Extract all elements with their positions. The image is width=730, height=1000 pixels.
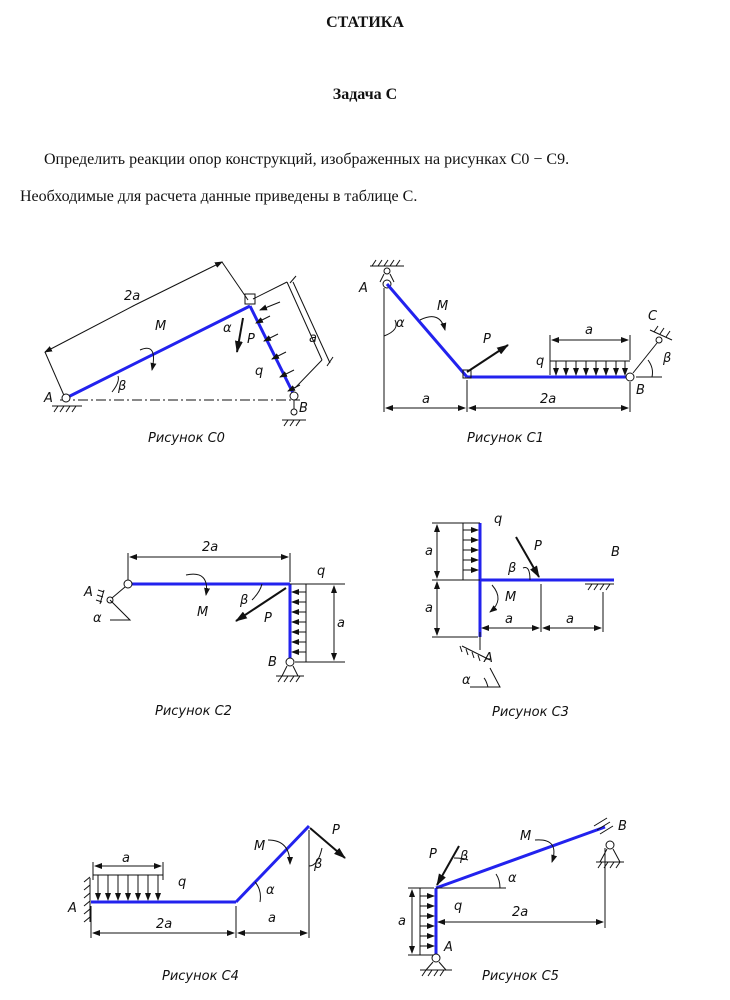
c2-label-P: P [264, 611, 272, 626]
task-title: Задача С [332, 86, 398, 103]
problem-text-line-2: Необходимые для расчета данные приведены… [20, 188, 418, 205]
c5-label-M: M [520, 829, 531, 844]
c1-label-a-top: a [585, 323, 593, 338]
c1-label-beta: β [662, 351, 671, 366]
figure-c4: a q A 2a M P α β a Рисунок С4 [67, 823, 346, 984]
c4-label-M: M [254, 839, 265, 854]
figure-c5: M B P β α q a 2a A Рисунок С5 [398, 817, 627, 984]
figure-c3: a q P B β a M a a A α Рисунок С3 [425, 512, 620, 720]
c0-label-q: q [255, 364, 263, 379]
c1-label-alpha: α [396, 316, 405, 331]
c1-label-A: A [358, 281, 368, 296]
c5-label-beta: β [459, 849, 468, 864]
c0-label-B: B [299, 401, 308, 416]
c2-label-A: A [83, 585, 93, 600]
c1-caption: Рисунок С1 [467, 431, 544, 446]
c3-label-B: B [611, 545, 620, 560]
c3-label-q: q [494, 512, 502, 527]
c4-label-alpha: α [266, 883, 275, 898]
c3-label-a2: a [566, 612, 574, 627]
c3-label-a1: a [505, 612, 513, 627]
c0-label-M: M [155, 319, 166, 334]
c1-label-B: B [636, 383, 645, 398]
c0-label-2a: 2a [124, 289, 140, 304]
c3-label-alpha: α [462, 673, 471, 688]
figure-c1: A M α P q a C β B a 2a Рисунок С1 [358, 259, 673, 446]
page-heading: СТАТИКА [326, 14, 404, 31]
c2-label-B: B [268, 655, 277, 670]
c5-caption: Рисунок С5 [482, 969, 559, 984]
c5-label-B: B [618, 819, 627, 834]
c0-label-beta: β [117, 379, 126, 394]
c1-label-M: M [437, 299, 448, 314]
c2-label-alpha: α [93, 611, 102, 626]
c4-label-a: a [268, 911, 276, 926]
c4-label-beta: β [313, 857, 322, 872]
c2-caption: Рисунок С2 [155, 704, 232, 719]
c0-label-alpha: α [223, 321, 232, 336]
c1-label-P: P [483, 332, 491, 347]
c4-caption: Рисунок С4 [162, 969, 239, 984]
c3-label-M: M [505, 590, 516, 605]
c3-label-beta: β [507, 561, 516, 576]
c0-label-P: P [247, 332, 255, 347]
figure-c0: 2a a M α P q β A B Рисунок С0 [43, 261, 334, 446]
c5-label-a: a [398, 914, 406, 929]
c3-label-a-top: a [425, 544, 433, 559]
c1-label-2a: 2a [540, 392, 556, 407]
c4-label-2a: 2a [156, 917, 172, 932]
c0-label-a: a [309, 331, 317, 346]
c3-label-P: P [534, 539, 542, 554]
c1-label-a-bottom: a [422, 392, 430, 407]
c2-label-M: M [197, 605, 208, 620]
c4-label-a-top: a [122, 851, 130, 866]
c4-label-A: A [67, 901, 77, 916]
c2-label-beta: β [239, 593, 248, 608]
c5-label-q: q [454, 899, 462, 914]
c3-label-A: A [483, 651, 493, 666]
c0-caption: Рисунок С0 [148, 431, 225, 446]
c4-label-q: q [178, 875, 186, 890]
c3-caption: Рисунок С3 [492, 705, 569, 720]
c3-label-a-left: a [425, 601, 433, 616]
c1-label-q: q [536, 354, 544, 369]
c2-label-2a: 2a [202, 540, 218, 555]
figure-c2: 2a A α M β P q a B Рисунок С2 [83, 540, 345, 719]
c4-label-P: P [332, 823, 340, 838]
c0-label-A: A [43, 391, 53, 406]
c2-label-q: q [317, 564, 325, 579]
c5-label-P: P [429, 847, 437, 862]
c5-label-alpha: α [508, 871, 517, 886]
c5-label-A: A [443, 940, 453, 955]
problem-text-line-1: Определить реакции опор конструкций, изо… [44, 151, 570, 168]
c2-label-a: a [337, 616, 345, 631]
c1-label-C: C [648, 309, 658, 324]
c5-label-2a: 2a [512, 905, 528, 920]
